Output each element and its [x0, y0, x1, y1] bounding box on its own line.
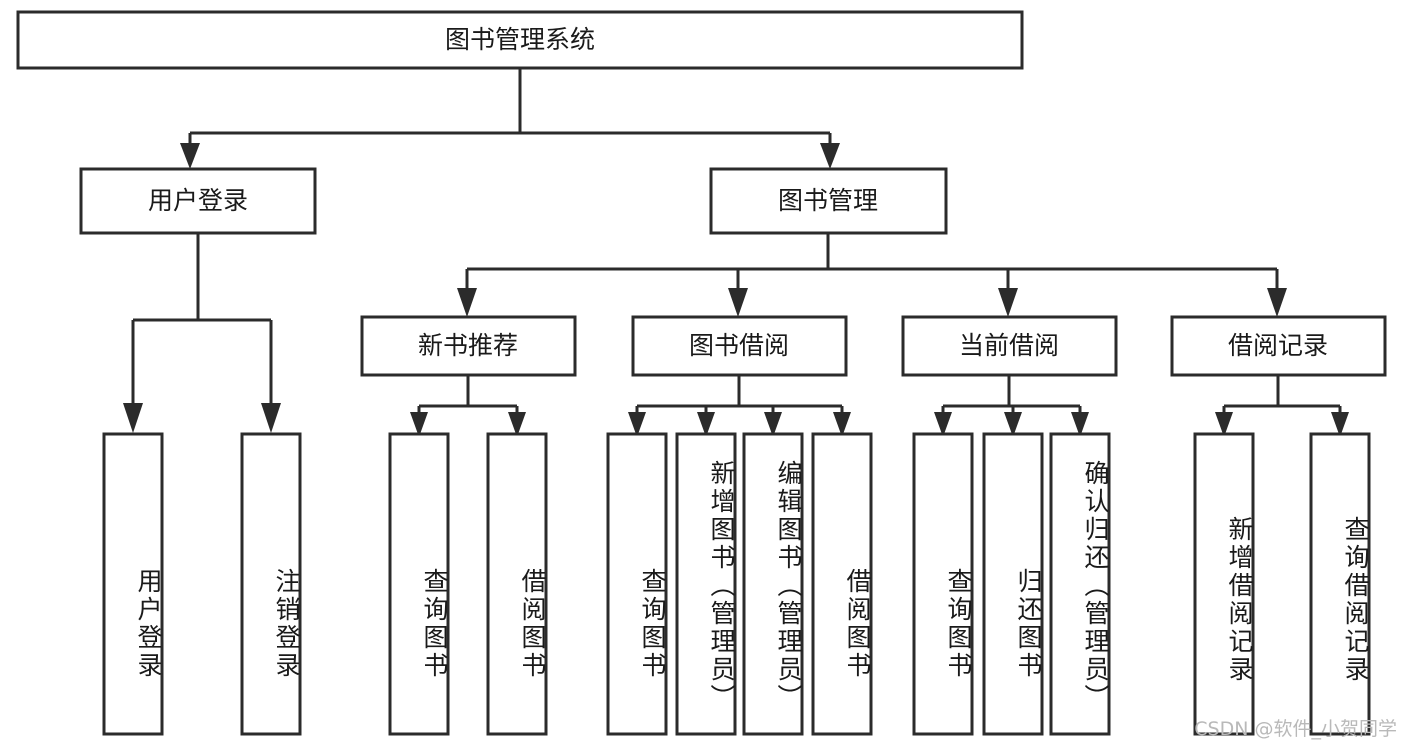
arrow-head-book-borrow: [728, 288, 748, 317]
arrow-head-current-borrow: [998, 288, 1018, 317]
node-leaf-user-logout-box[interactable]: [240, 432, 302, 736]
node-leaf-return-book-box[interactable]: [982, 432, 1044, 736]
node-current-borrow[interactable]: 当前借阅: [901, 315, 1118, 377]
arrow-head-leaf-query-record: [1331, 412, 1349, 437]
arrow-head-leaf-borrow-book-1: [508, 412, 526, 437]
node-leaf-query-book-3-label: 查询图书: [944, 568, 973, 680]
node-leaf-edit-book-label: 编辑图书（管理员）: [774, 460, 803, 712]
node-root-box[interactable]: [16, 10, 1024, 70]
node-borrow-record-box[interactable]: [1170, 315, 1387, 377]
arrow-head-leaf-user-logout: [261, 403, 281, 433]
node-root-label: 图书管理系统: [445, 25, 595, 54]
node-leaf-user-login-label: 用户登录: [134, 568, 163, 680]
node-leaf-query-book-1-box[interactable]: [388, 432, 450, 736]
node-borrow-record[interactable]: 借阅记录: [1170, 315, 1387, 377]
node-book-borrow-label: 图书借阅: [689, 331, 789, 360]
node-user-login-box[interactable]: [79, 167, 317, 235]
node-leaf-user-login-box[interactable]: [102, 432, 164, 736]
connector-group: [123, 68, 1349, 437]
node-leaf-query-book-2-label: 查询图书: [638, 568, 667, 680]
arrow-head-book-manage: [820, 143, 840, 169]
node-leaf-return-book-label: 归还图书: [1014, 568, 1043, 680]
node-new-book-recommend-label: 新书推荐: [418, 331, 518, 360]
node-leaf-borrow-book-1-box[interactable]: [486, 432, 548, 736]
node-leaf-edit-book-box[interactable]: [742, 432, 804, 736]
arrow-head-user-login: [180, 143, 200, 169]
node-book-borrow[interactable]: 图书借阅: [631, 315, 848, 377]
node-book-borrow-box[interactable]: [631, 315, 848, 377]
arrow-head-leaf-edit-book: [764, 412, 782, 437]
arrow-head-leaf-query-book-1: [410, 412, 428, 437]
arrow-head-leaf-query-book-3: [934, 412, 952, 437]
arrow-head-borrow-record: [1267, 288, 1287, 317]
watermark-text: CSDN @软件_小贺同学: [1194, 718, 1397, 740]
node-leaf-confirm-return-box[interactable]: [1049, 432, 1111, 736]
node-leaf-add-book-label: 新增图书（管理员）: [707, 460, 736, 712]
arrow-head-leaf-borrow-book-2: [833, 412, 851, 437]
arrow-head-leaf-confirm-return: [1071, 412, 1089, 437]
node-book-manage-box[interactable]: [709, 167, 948, 235]
node-book-manage[interactable]: 图书管理: [709, 167, 948, 235]
node-current-borrow-box[interactable]: [901, 315, 1118, 377]
node-leaf-user-logout-label: 注销登录: [272, 568, 301, 680]
node-leaf-borrow-book-2-box[interactable]: [811, 432, 873, 736]
arrow-head-leaf-add-book: [697, 412, 715, 437]
node-leaf-borrow-book-2-label: 借阅图书: [843, 568, 872, 680]
node-borrow-record-label: 借阅记录: [1228, 331, 1328, 360]
node-book-manage-label: 图书管理: [778, 186, 878, 215]
node-leaf-add-book-box[interactable]: [675, 432, 737, 736]
node-user-login-label: 用户登录: [148, 186, 248, 215]
arrow-head-leaf-user-login: [123, 403, 143, 433]
node-root[interactable]: 图书管理系统: [16, 10, 1024, 70]
leaf-boxes-group: [102, 432, 1371, 736]
node-leaf-add-record-label: 新增借阅记录: [1225, 516, 1254, 684]
arrow-head-leaf-return-book: [1004, 412, 1022, 437]
node-leaf-query-book-3-box[interactable]: [912, 432, 974, 736]
node-leaf-query-book-1-label: 查询图书: [420, 568, 449, 680]
node-leaf-confirm-return-label: 确认归还（管理员）: [1081, 460, 1110, 712]
node-leaf-query-book-2-box[interactable]: [606, 432, 668, 736]
arrow-head-leaf-add-record: [1215, 412, 1233, 437]
node-leaf-add-record-box[interactable]: [1193, 432, 1255, 736]
node-user-login[interactable]: 用户登录: [79, 167, 317, 235]
node-current-borrow-label: 当前借阅: [959, 331, 1059, 360]
arrow-head-new-book-recommend: [457, 288, 477, 317]
node-new-book-recommend-box[interactable]: [360, 315, 577, 377]
node-leaf-query-record-box[interactable]: [1309, 432, 1371, 736]
node-leaf-query-record-label: 查询借阅记录: [1341, 516, 1370, 684]
arrow-head-leaf-query-book-2: [628, 412, 646, 437]
node-leaf-borrow-book-1-label: 借阅图书: [518, 568, 547, 680]
node-new-book-recommend[interactable]: 新书推荐: [360, 315, 577, 377]
